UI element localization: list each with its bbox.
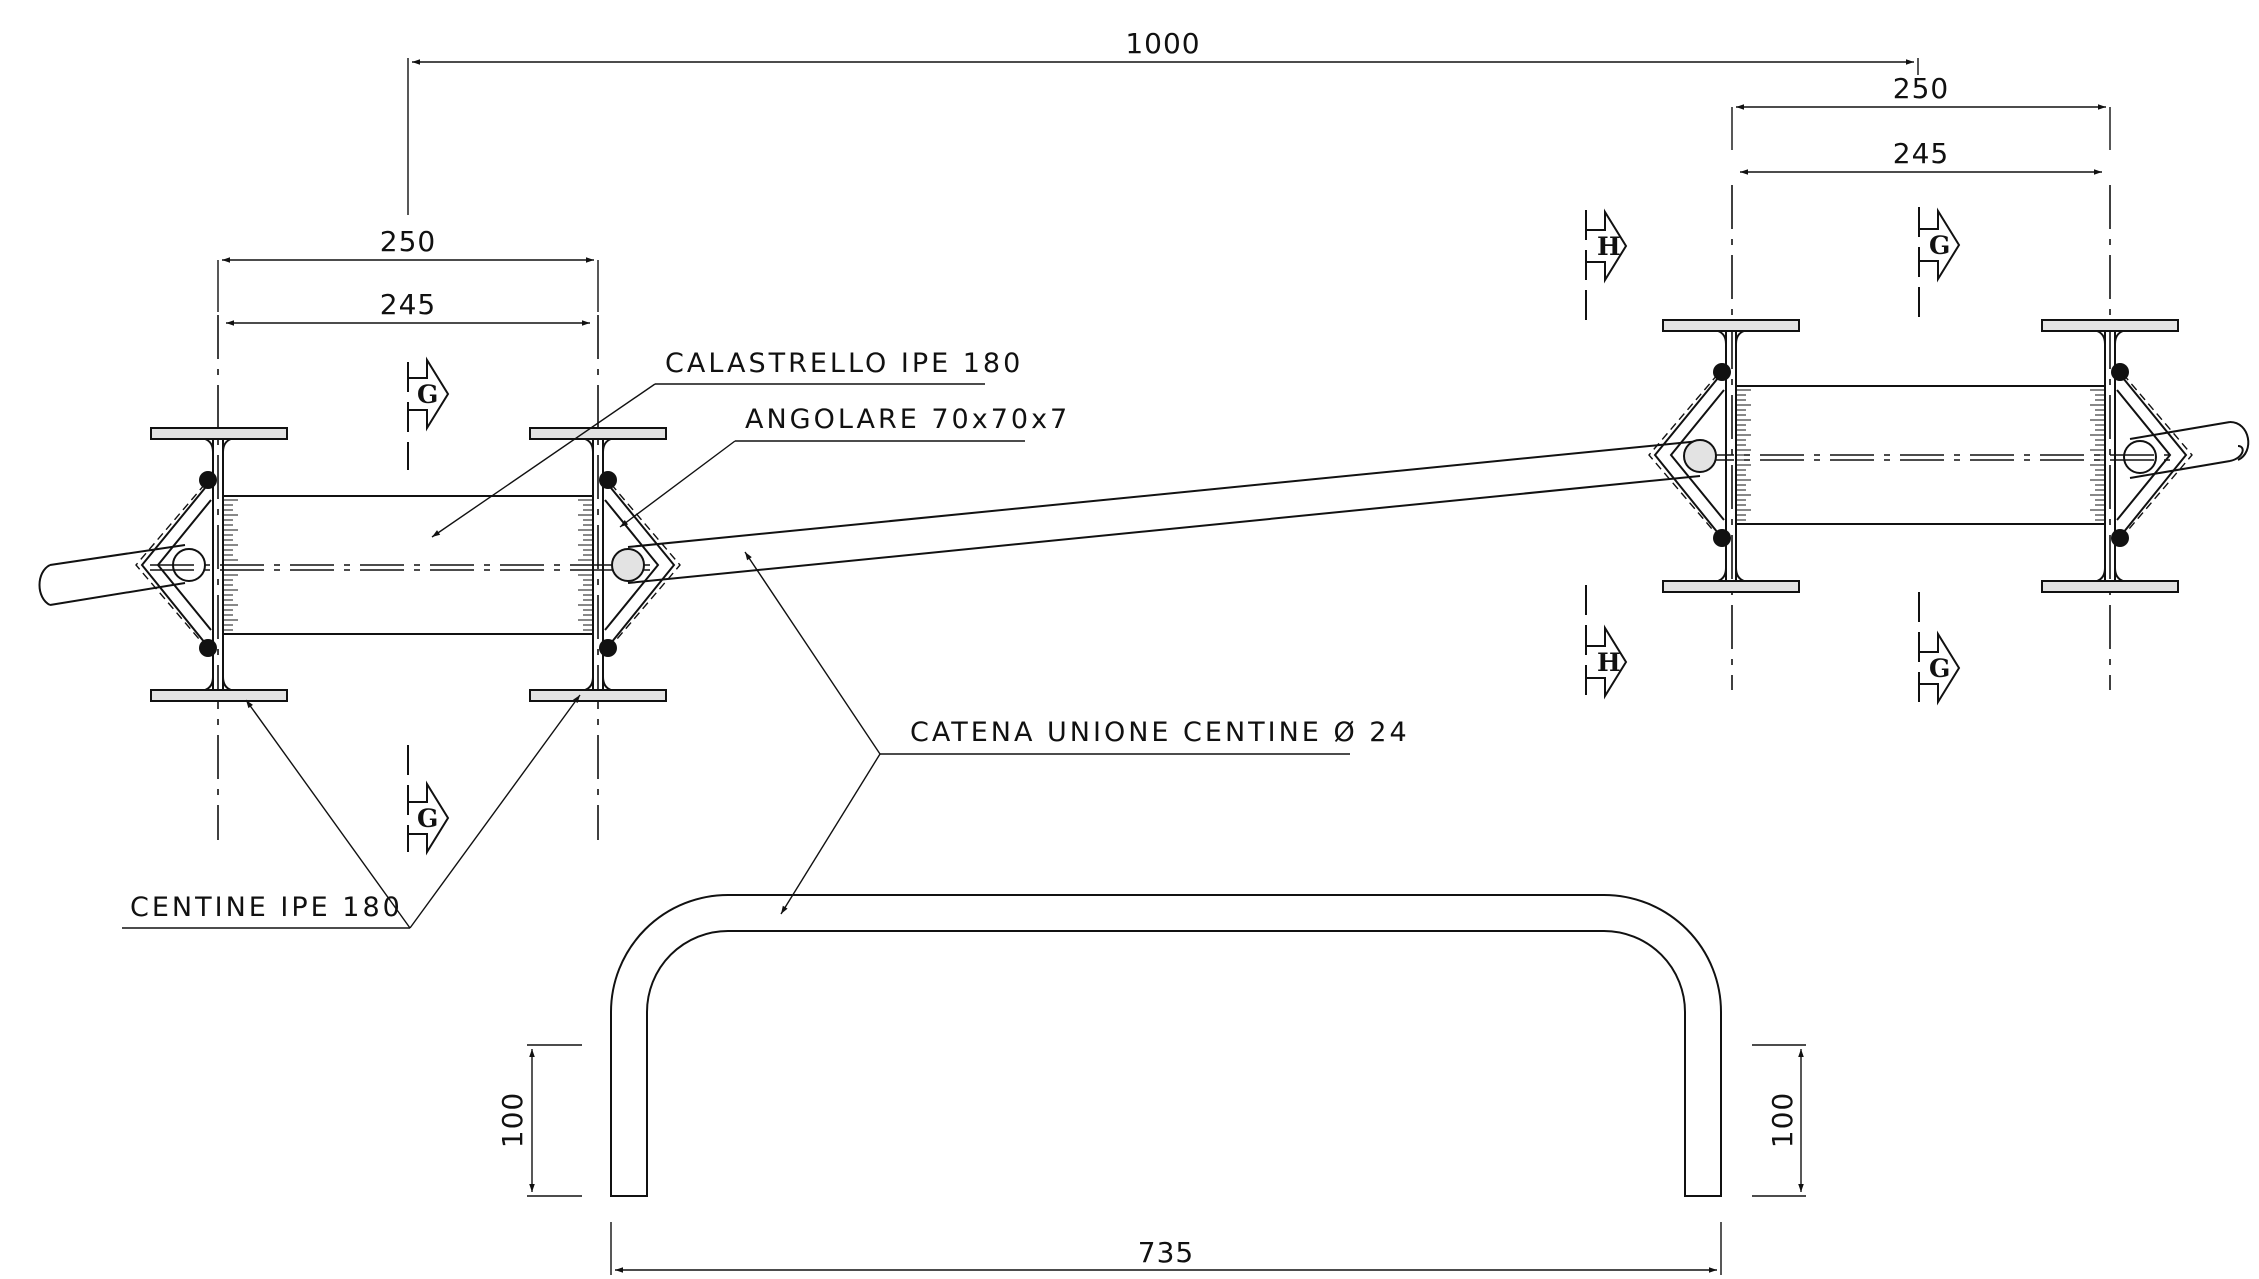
dim-hook-left-text: 100 [496, 1092, 529, 1148]
dimension-right-inner: 245 [1740, 137, 2102, 175]
label-calastrello: CALASTRELLO IPE 180 [665, 348, 1023, 379]
dimension-right-outer: 250 [1731, 72, 2111, 150]
section-mark-left-top: G [407, 356, 450, 470]
callout-angolare: ANGOLARE 70x70x7 [619, 404, 1070, 528]
dim-hook-right-text: 100 [1766, 1092, 1799, 1148]
tie-rod-bar [38, 421, 2250, 606]
left-batten [150, 495, 650, 635]
dim-top-span-text: 1000 [1125, 27, 1200, 60]
section-g-label-right-top: G [1929, 231, 1950, 260]
section-mark-right-top: G [1918, 207, 1961, 318]
right-assembly: H H G G [1585, 207, 2193, 706]
left-ibeam-1 [150, 427, 288, 702]
dimension-top-span: 1000 [407, 27, 1919, 215]
section-h-label-bottom: H [1597, 648, 1621, 677]
right-batten-hatch-a [1737, 389, 1751, 521]
right-batten-hatch-b [2090, 389, 2104, 521]
dimension-left-inner: 245 [226, 288, 590, 326]
right-ibeam-1 [1662, 319, 1800, 593]
left-ibeam-2 [529, 427, 667, 702]
right-angle-cleat-inner [2116, 373, 2193, 537]
center-lines [217, 185, 2111, 840]
dimension-left-outer: 250 [217, 225, 599, 312]
dimension-hook-right: 100 [1752, 1044, 1806, 1197]
callout-catena: CATENA UNIONE CENTINE Ø 24 [744, 551, 1410, 915]
section-g-label-right-bottom: G [1929, 654, 1950, 683]
section-g-label-left-bottom: G [417, 804, 438, 833]
section-h-label-top: H [1597, 232, 1621, 261]
section-mark-right-bottom: G [1918, 592, 1961, 706]
left-angle-cleat-inner [604, 483, 681, 647]
right-angle-cleat-outer [1648, 373, 1725, 537]
left-assembly: G G [135, 356, 681, 856]
callout-calastrello: CALASTRELLO IPE 180 [431, 348, 1023, 538]
left-batten-hatch-a [224, 499, 238, 631]
dim-bar-length-text: 735 [1138, 1236, 1194, 1269]
section-g-label-left-top: G [417, 380, 438, 409]
dim-right-outer-text: 250 [1893, 72, 1949, 105]
section-mark-h-top: H [1585, 208, 1628, 320]
right-batten [1690, 385, 2170, 525]
right-ibeam-2 [2041, 319, 2179, 593]
left-batten-hatch-b [578, 499, 592, 631]
label-catena: CATENA UNIONE CENTINE Ø 24 [910, 717, 1410, 748]
dimension-hook-left: 100 [496, 1044, 582, 1197]
label-angolare: ANGOLARE 70x70x7 [745, 404, 1070, 435]
callout-centine: CENTINE IPE 180 [122, 694, 581, 929]
section-mark-h-bottom: H [1585, 585, 1628, 700]
label-centine: CENTINE IPE 180 [130, 892, 403, 923]
dim-left-outer-text: 250 [380, 225, 436, 258]
left-angle-cleat-outer [135, 483, 212, 647]
dim-left-inner-text: 245 [380, 288, 436, 321]
dimension-bar-length: 735 [610, 1222, 1722, 1275]
dim-right-inner-text: 245 [1893, 137, 1949, 170]
tie-rod-u-bar [610, 894, 1722, 1197]
section-mark-left-bottom: G [407, 745, 450, 856]
